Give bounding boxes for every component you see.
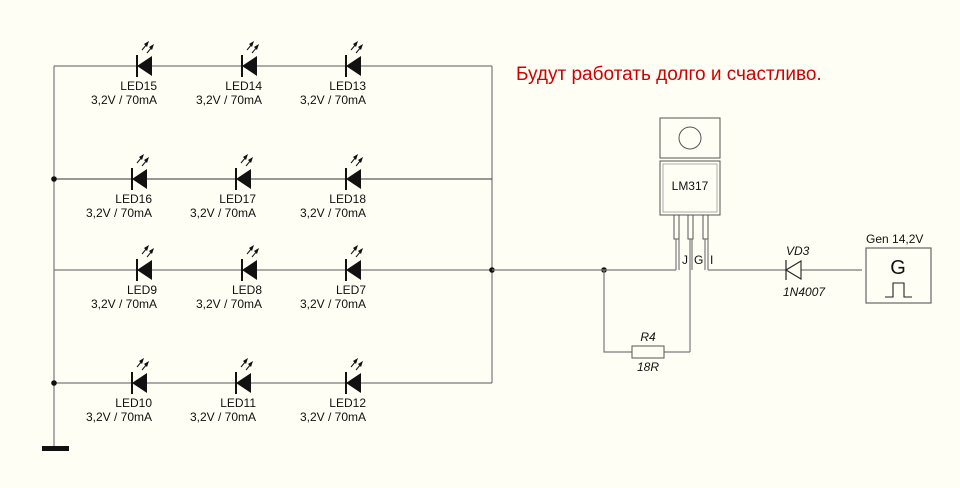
annotation-text: Будут работать долго и счастливо. — [516, 64, 822, 85]
led-name: LED15 — [120, 79, 157, 93]
led-rating: 3,2V / 70mA — [196, 297, 262, 311]
resistor-ref: R4 — [640, 330, 656, 344]
led-rating: 3,2V / 70mA — [190, 206, 256, 220]
led-triangle — [346, 260, 361, 280]
led-triangle — [242, 260, 257, 280]
regulator-tab — [659, 117, 721, 159]
led-triangle — [132, 169, 147, 189]
led-name: LED17 — [219, 192, 256, 206]
pulse-icon — [885, 282, 912, 298]
junction-dot — [51, 380, 57, 386]
regulator-mount-hole — [678, 126, 702, 150]
led-name: LED7 — [336, 283, 366, 297]
regulator-part-label: LM317 — [672, 179, 709, 193]
light-emission-icon — [350, 358, 363, 371]
led-name: LED11 — [220, 396, 256, 410]
led-name: LED13 — [329, 79, 366, 93]
resistor-r4: R4 18R — [631, 330, 665, 374]
resistor-value: 18R — [637, 360, 659, 374]
led-triangle — [236, 373, 251, 393]
led-triangle — [346, 169, 361, 189]
led-rating: 3,2V / 70mA — [190, 410, 256, 424]
light-emission-icon — [350, 154, 363, 167]
resistor-body — [631, 345, 665, 359]
led-name: LED18 — [329, 192, 366, 206]
diode-vd3: VD3 1N4007 — [783, 244, 826, 299]
led-triangle — [137, 56, 152, 76]
ground-symbol — [42, 446, 69, 451]
lm317-regulator: LM317 J G I — [659, 117, 721, 352]
light-emission-icon — [240, 358, 253, 371]
led-rating: 3,2V / 70mA — [300, 206, 366, 220]
led-rating: 3,2V / 70mA — [91, 297, 157, 311]
regulator-body — [659, 160, 721, 216]
light-emission-icon — [246, 245, 259, 258]
led-name: LED16 — [115, 192, 152, 206]
led-rating: 3,2V / 70mA — [86, 206, 152, 220]
led-name: LED12 — [329, 396, 366, 410]
led-name: LED10 — [115, 396, 152, 410]
diode-part: 1N4007 — [783, 285, 826, 299]
diode-ref: VD3 — [786, 244, 810, 258]
led-name: LED14 — [225, 79, 262, 93]
led-triangle — [242, 56, 257, 76]
pin-label-g: G — [694, 253, 703, 267]
led-rating: 3,2V / 70mA — [196, 93, 262, 107]
resistor-wire-left — [603, 270, 632, 353]
led-rating: 3,2V / 70mA — [86, 410, 152, 424]
led-rating: 3,2V / 70mA — [91, 93, 157, 107]
led-rating: 3,2V / 70mA — [300, 93, 366, 107]
junction-dot — [51, 176, 57, 182]
diode-symbol — [784, 260, 802, 280]
light-emission-icon — [136, 154, 149, 167]
pin-label-i: I — [710, 253, 713, 267]
light-emission-icon — [141, 41, 154, 54]
generator: Gen 14,2V G — [865, 232, 932, 304]
light-emission-icon — [136, 358, 149, 371]
led-rating: 3,2V / 70mA — [300, 410, 366, 424]
generator-label: Gen 14,2V — [866, 232, 923, 246]
light-emission-icon — [141, 245, 154, 258]
light-emission-icon — [350, 245, 363, 258]
led-triangle — [137, 260, 152, 280]
light-emission-icon — [240, 154, 253, 167]
generator-symbol: G — [890, 257, 906, 279]
led-triangle — [236, 169, 251, 189]
led-triangle — [346, 56, 361, 76]
led-triangle — [346, 373, 361, 393]
generator-box — [865, 247, 932, 304]
led-triangle — [132, 373, 147, 393]
led-rating: 3,2V / 70mA — [300, 297, 366, 311]
pin-label-j: J — [682, 253, 688, 267]
light-emission-icon — [246, 41, 259, 54]
light-emission-icon — [350, 41, 363, 54]
led-name: LED8 — [232, 283, 262, 297]
led-name: LED9 — [127, 283, 157, 297]
